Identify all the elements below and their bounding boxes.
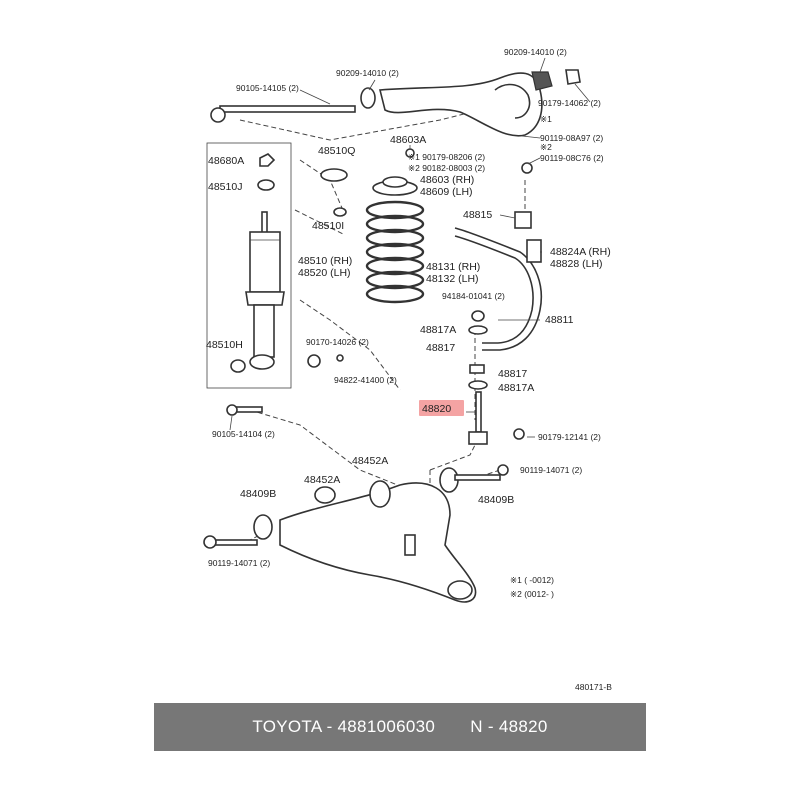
upper-arm-bolt bbox=[219, 105, 356, 113]
label-48603a: 48603A bbox=[390, 134, 426, 146]
label-90119-08c76: 90119-08C76 (2) bbox=[540, 153, 604, 163]
lower-right-bolt bbox=[454, 474, 501, 481]
part-labels: 90209-14010 (2) 90179-14062 (2) 90105-14… bbox=[206, 47, 612, 692]
cam-plate-left-icon bbox=[253, 514, 273, 540]
label-48817-top: 48817 bbox=[426, 342, 455, 354]
label-48452a-top: 48452A bbox=[352, 455, 388, 467]
note-marker-1: ※1 ( -0012) bbox=[510, 575, 554, 585]
shock-absorber-group bbox=[206, 142, 292, 389]
label-48131: 48131 (RH) bbox=[426, 261, 480, 273]
label-48828: 48828 (LH) bbox=[550, 258, 603, 270]
lower-left-bolt-head-icon bbox=[203, 535, 217, 549]
shock-nut-icon bbox=[259, 153, 276, 167]
spring-bumper-icon bbox=[320, 168, 348, 182]
part-number-banner: TOYOTA - 4881006030 N - 48820 bbox=[154, 703, 646, 751]
label-94184: 94184-01041 (2) bbox=[442, 291, 505, 301]
diagram-code: 480171-B bbox=[575, 682, 612, 692]
label-48817a-low: 48817A bbox=[498, 382, 534, 394]
label-48817-low: 48817 bbox=[498, 368, 527, 380]
label-90170-14026: 90170-14026 (2) bbox=[306, 337, 369, 347]
label-48609: 48609 (LH) bbox=[420, 186, 473, 198]
washer-icon bbox=[360, 87, 376, 109]
lower-right-bolt-head-icon bbox=[497, 464, 509, 476]
label-90119-08a97: 90119-08A97 (2) bbox=[540, 133, 603, 143]
coil-spring-group bbox=[320, 168, 425, 304]
label-90119-14071-right: 90119-14071 (2) bbox=[520, 465, 582, 475]
label-48510q: 48510Q bbox=[318, 145, 355, 157]
highlight-box-48820 bbox=[419, 400, 464, 416]
label-90105-14104: 90105-14104 (2) bbox=[212, 429, 275, 439]
label-94822: 94822-41400 (2) bbox=[334, 375, 397, 385]
label-marker-1: ※1 bbox=[540, 114, 552, 124]
label-90182-08003: ※2 90182-08003 (2) bbox=[408, 163, 485, 173]
leader-lines bbox=[229, 57, 591, 438]
label-48452a-left: 48452A bbox=[304, 474, 340, 486]
upper-nut-icon bbox=[531, 71, 553, 91]
link-retainer-icon bbox=[468, 380, 488, 390]
spring-bushing-icon bbox=[333, 207, 347, 217]
lower-arm-bushing-icon bbox=[369, 480, 391, 508]
label-90179-12141: 90179-12141 (2) bbox=[538, 432, 601, 442]
upper-washer-icon bbox=[565, 69, 581, 85]
link-cushion-icon bbox=[468, 325, 488, 335]
label-48603: 48603 (RH) bbox=[420, 174, 474, 186]
label-48409b-right: 48409B bbox=[478, 494, 514, 506]
label-48132: 48132 (LH) bbox=[426, 273, 479, 285]
label-90119-14071-left: 90119-14071 (2) bbox=[208, 558, 270, 568]
label-48820-highlighted: 48820 bbox=[422, 403, 451, 415]
shock-cushion-icon bbox=[257, 179, 275, 191]
note-marker-2: ※2 (0012- ) bbox=[510, 589, 554, 599]
label-48510: 48510 (RH) bbox=[298, 255, 352, 267]
label-48815: 48815 bbox=[463, 209, 492, 221]
link-lower-eye bbox=[468, 431, 488, 445]
link-nut-icon bbox=[471, 310, 485, 322]
lower-arm-group bbox=[203, 464, 509, 603]
label-90209-mid: 90209-14010 (2) bbox=[336, 68, 399, 78]
link-washer-icon bbox=[469, 364, 485, 374]
label-48811: 48811 bbox=[545, 314, 574, 326]
label-48824a: 48824A (RH) bbox=[550, 246, 611, 258]
stabilizer-group bbox=[454, 211, 543, 445]
lower-arm-bushing-2-icon bbox=[314, 486, 336, 504]
part-number-text: TOYOTA - 4881006030 N - 48820 bbox=[252, 717, 548, 736]
label-90209-top: 90209-14010 (2) bbox=[504, 47, 567, 57]
stabilizer-bushing-icon bbox=[514, 211, 532, 229]
stabilizer-link-48820 bbox=[475, 391, 482, 433]
lower-bolts-group bbox=[226, 354, 344, 416]
upper-arm-group bbox=[210, 69, 581, 174]
label-48680a: 48680A bbox=[208, 155, 244, 167]
label-48409b-left: 48409B bbox=[240, 488, 276, 500]
label-48510h: 48510H bbox=[206, 339, 243, 351]
label-48520: 48520 (LH) bbox=[298, 267, 351, 279]
label-48510j: 48510J bbox=[208, 181, 242, 193]
label-90105-14105: 90105-14105 (2) bbox=[236, 83, 299, 93]
label-90179-08206: ※1 90179-08206 (2) bbox=[408, 152, 485, 162]
bolt-head-icon bbox=[210, 107, 226, 123]
lower-left-bolt bbox=[211, 539, 258, 546]
label-90179-14062: 90179-14062 (2) bbox=[538, 98, 601, 108]
label-marker-2: ※2 bbox=[540, 142, 552, 152]
label-48510i: 48510I bbox=[312, 220, 344, 232]
label-48817a-top: 48817A bbox=[420, 324, 456, 336]
link-lower-nut-icon bbox=[513, 428, 525, 440]
stabilizer-bracket-icon bbox=[526, 239, 542, 263]
shock-lower-nut-icon bbox=[307, 354, 321, 368]
shock-lower-washer-icon bbox=[336, 354, 344, 362]
bolt-icon bbox=[521, 162, 533, 174]
